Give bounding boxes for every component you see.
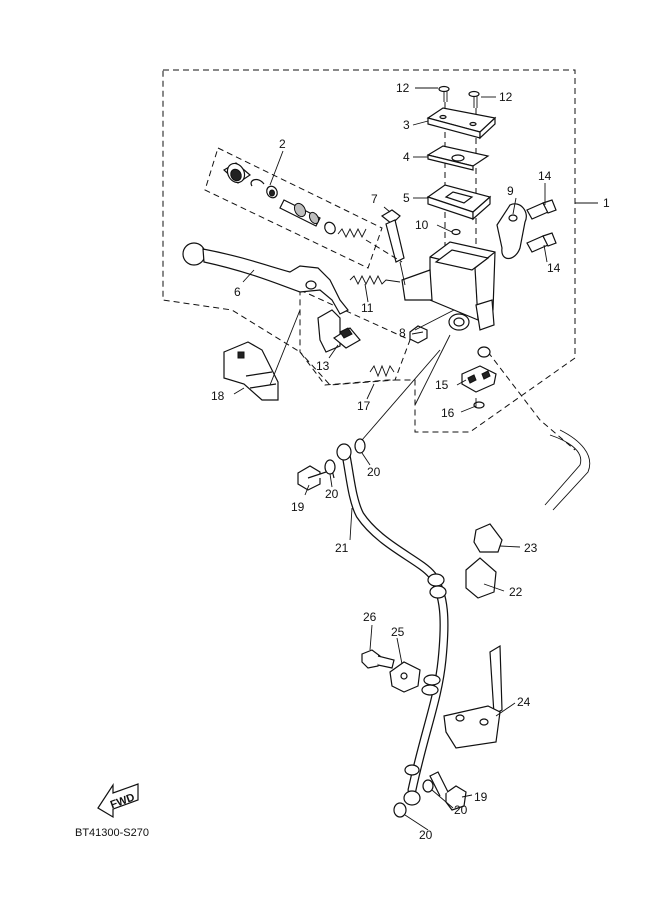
callout-10: 10 — [415, 218, 429, 232]
callout-18: 18 — [211, 389, 225, 403]
hose-guide-25 — [389, 661, 421, 693]
spring-11 — [349, 274, 401, 286]
piston-kit-boundary — [204, 147, 383, 269]
washer-20-d — [393, 802, 407, 818]
callout-12-left: 12 — [396, 81, 410, 95]
brake-lever-6 — [182, 242, 349, 315]
screw-12-left — [438, 85, 450, 102]
callout-7: 7 — [371, 192, 378, 206]
callout-8: 8 — [399, 326, 406, 340]
callout-20-a: 20 — [325, 487, 339, 501]
lever-area-boundary — [299, 289, 411, 386]
piston-kit-2 — [222, 162, 403, 263]
washer-20-a — [324, 459, 336, 475]
clip-23 — [473, 523, 503, 553]
callout-2: 2 — [279, 137, 286, 151]
callout-16: 16 — [441, 406, 455, 420]
callout-12-right: 12 — [499, 90, 513, 104]
callout-14-lower: 14 — [547, 261, 561, 275]
callout-6: 6 — [234, 285, 241, 299]
plate-4 — [426, 145, 490, 171]
callout-24: 24 — [517, 695, 531, 709]
fwd-arrow-icon — [97, 782, 139, 819]
leader-lines — [233, 87, 598, 831]
bolt-14-lower — [526, 232, 557, 253]
nut-8 — [409, 325, 428, 344]
brake-hose-21 — [336, 443, 449, 806]
clamp-holder-9 — [496, 203, 527, 260]
callout-13: 13 — [316, 359, 330, 373]
callout-1: 1 — [603, 196, 610, 210]
callout-3: 3 — [403, 118, 410, 132]
callout-15: 15 — [435, 378, 449, 392]
wire-lead — [544, 434, 582, 506]
callout-21: 21 — [335, 541, 349, 555]
cover-18 — [223, 341, 279, 401]
diagram-code: BT41300-S270 — [75, 827, 149, 839]
callout-11: 11 — [361, 301, 374, 315]
washer-20-c — [422, 779, 434, 793]
callout-20-d: 20 — [419, 828, 433, 842]
callout-25: 25 — [391, 625, 405, 639]
connector — [477, 346, 491, 358]
callout-19-upper: 19 — [291, 500, 305, 514]
switch-wire — [487, 351, 576, 451]
callout-22: 22 — [509, 585, 523, 599]
o-ring-10 — [451, 228, 461, 236]
callout-20-b: 20 — [367, 465, 381, 479]
callout-26: 26 — [363, 610, 377, 624]
washer-20-b — [354, 438, 366, 454]
reservoir-cap-3 — [426, 107, 497, 140]
callout-14-upper: 14 — [538, 169, 552, 183]
diaphragm-5 — [426, 184, 492, 221]
bracket-13 — [317, 309, 361, 353]
bolt-14-upper — [526, 199, 557, 220]
callout-20-c: 20 — [454, 803, 468, 817]
callout-5: 5 — [403, 191, 410, 205]
pivot-bolt-7 — [380, 209, 406, 286]
spring-17 — [369, 364, 395, 378]
wire-lead — [552, 429, 591, 511]
assembly-boundary — [162, 69, 576, 433]
callout-9: 9 — [507, 184, 514, 198]
switch-15 — [461, 365, 497, 393]
bolt-26 — [361, 649, 395, 669]
callout-23: 23 — [524, 541, 538, 555]
callout-19-lower: 19 — [474, 790, 488, 804]
clamp-22 — [465, 557, 497, 599]
callout-17: 17 — [357, 399, 371, 413]
callout-4: 4 — [403, 150, 410, 164]
bracket-24 — [443, 644, 503, 749]
master-cylinder-body — [401, 241, 496, 331]
screw-12-right — [468, 90, 480, 108]
union-bolt-19-lower — [429, 771, 467, 811]
